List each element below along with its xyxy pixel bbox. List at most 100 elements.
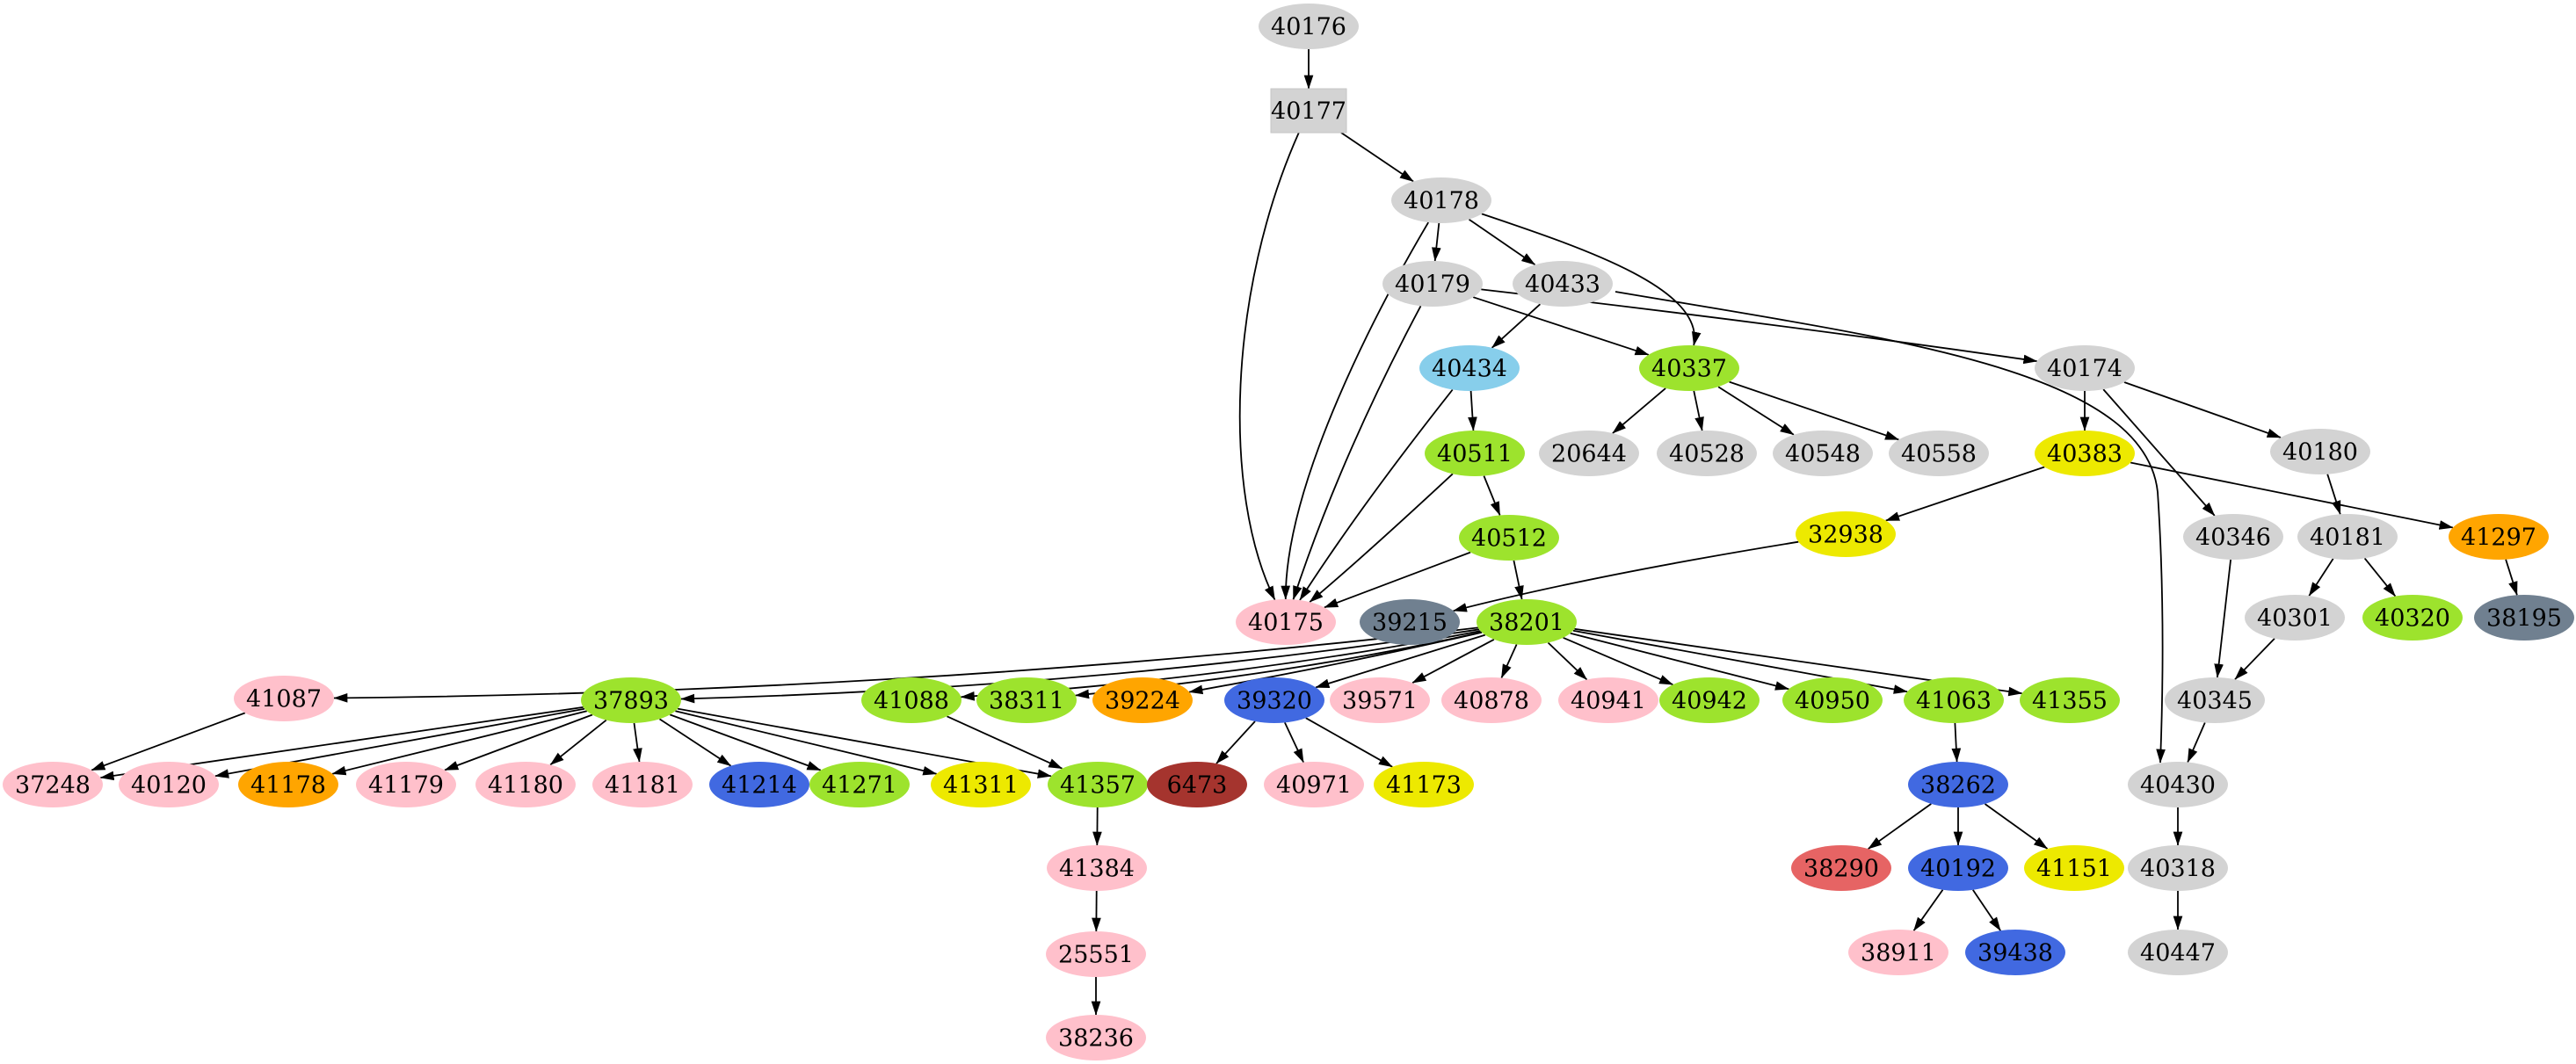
- edge-37893-41214: [659, 718, 732, 767]
- node-40942: 40942: [1659, 677, 1760, 723]
- node-shape-40179: [1382, 261, 1483, 307]
- node-40178: 40178: [1391, 177, 1491, 223]
- node-shape-40120: [119, 762, 219, 807]
- edge-40345-40430: [2187, 722, 2206, 764]
- edge-38262-38290: [1868, 803, 1932, 850]
- node-shape-41355: [2020, 677, 2120, 723]
- node-40177: 40177: [1270, 88, 1347, 134]
- edge-40337-40528: [1693, 390, 1704, 431]
- node-41357: 41357: [1048, 762, 1148, 807]
- node-40512: 40512: [1459, 515, 1559, 561]
- node-shape-41357: [1048, 762, 1148, 807]
- node-41173: 41173: [1374, 762, 1474, 807]
- node-shape-41181: [592, 762, 693, 807]
- edge-39320-6473: [1215, 720, 1256, 764]
- node-shape-40176: [1259, 4, 1359, 49]
- node-40318: 40318: [2128, 845, 2228, 891]
- node-shape-40320: [2362, 595, 2463, 641]
- node-shape-40177: [1270, 88, 1347, 134]
- edge-38201-39224: [1188, 631, 1483, 695]
- node-shape-41179: [356, 762, 456, 807]
- node-20644: 20644: [1539, 431, 1639, 476]
- node-shape-39438: [1965, 930, 2065, 975]
- node-41179: 41179: [356, 762, 456, 807]
- node-40174: 40174: [2035, 345, 2135, 391]
- node-shape-39320: [1224, 677, 1324, 723]
- edge-40301-40345: [2234, 638, 2275, 680]
- node-shape-40878: [1441, 677, 1542, 723]
- edge-37893-41311: [675, 710, 938, 776]
- node-shape-41180: [475, 762, 576, 807]
- node-shape-40192: [1908, 845, 2008, 891]
- node-38290: 38290: [1791, 845, 1891, 891]
- node-40447: 40447: [2128, 930, 2228, 975]
- node-38311: 38311: [976, 677, 1077, 723]
- edge-40433-40430: [1615, 291, 2166, 764]
- node-40179: 40179: [1382, 261, 1483, 307]
- node-40176: 40176: [1259, 4, 1359, 49]
- node-shape-40383: [2035, 431, 2135, 476]
- edge-40383-41297: [2130, 461, 2454, 530]
- node-38236: 38236: [1046, 1015, 1146, 1060]
- node-shape-40301: [2245, 595, 2345, 641]
- node-40383: 40383: [2035, 431, 2135, 476]
- edge-40512-40175: [1324, 551, 1471, 609]
- node-shape-40434: [1419, 345, 1520, 391]
- edge-40180-40181: [2326, 474, 2341, 515]
- edge-38201-40941: [1547, 641, 1588, 681]
- node-shape-40941: [1558, 677, 1658, 723]
- node-40120: 40120: [119, 762, 219, 807]
- edge-40512-38201: [1513, 560, 1524, 600]
- node-shape-41173: [1374, 762, 1474, 807]
- node-shape-40430: [2128, 762, 2228, 807]
- node-shape-40181: [2297, 514, 2398, 560]
- node-shape-38262: [1908, 762, 2008, 807]
- node-shape-39571: [1330, 677, 1430, 723]
- node-38201: 38201: [1477, 599, 1577, 645]
- edge-40511-40175: [1309, 473, 1454, 603]
- node-shape-40548: [1773, 431, 1873, 476]
- node-shape-6473: [1147, 762, 1247, 807]
- edge-37893-41179: [444, 713, 593, 771]
- node-shape-39224: [1092, 677, 1193, 723]
- node-shape-41214: [709, 762, 809, 807]
- edge-41088-41357: [947, 715, 1063, 770]
- edge-40179-40175: [1292, 305, 1422, 600]
- node-41384: 41384: [1047, 845, 1147, 891]
- edge-40383-32938: [1885, 466, 2045, 522]
- node-shape-20644: [1539, 431, 1639, 476]
- node-40337: 40337: [1639, 345, 1739, 391]
- node-41311: 41311: [931, 762, 1031, 807]
- node-40941: 40941: [1558, 677, 1658, 723]
- node-40430: 40430: [2128, 762, 2228, 807]
- node-shape-40447: [2128, 930, 2228, 975]
- edge-40346-40345: [2214, 559, 2231, 678]
- edge-38201-40942: [1563, 636, 1674, 686]
- edge-40174-40180: [2123, 381, 2282, 438]
- node-shape-41311: [931, 762, 1031, 807]
- node-40548: 40548: [1773, 431, 1873, 476]
- edge-40174-40346: [2102, 388, 2216, 517]
- edge-40177-40178: [1340, 132, 1414, 183]
- node-41214: 41214: [709, 762, 809, 807]
- node-40175: 40175: [1236, 599, 1336, 645]
- node-41063: 41063: [1904, 677, 2004, 723]
- edge-40179-40337: [1472, 296, 1650, 356]
- node-41181: 41181: [592, 762, 693, 807]
- node-shape-38201: [1477, 599, 1577, 645]
- node-41297: 41297: [2449, 514, 2549, 560]
- node-shape-40178: [1391, 177, 1491, 223]
- node-40511: 40511: [1425, 431, 1525, 476]
- node-39320: 39320: [1224, 677, 1324, 723]
- node-shape-40175: [1236, 599, 1336, 645]
- node-shape-40558: [1889, 431, 1989, 476]
- node-40950: 40950: [1782, 677, 1883, 723]
- node-shape-38311: [976, 677, 1077, 723]
- edge-38201-39571: [1411, 639, 1495, 684]
- node-40971: 40971: [1264, 762, 1364, 807]
- edge-40181-40320: [2363, 557, 2397, 597]
- edge-41063-38262: [1951, 722, 1962, 763]
- node-39438: 39438: [1965, 930, 2065, 975]
- node-shape-41063: [1904, 677, 2004, 723]
- edge-40192-38911: [1912, 889, 1944, 931]
